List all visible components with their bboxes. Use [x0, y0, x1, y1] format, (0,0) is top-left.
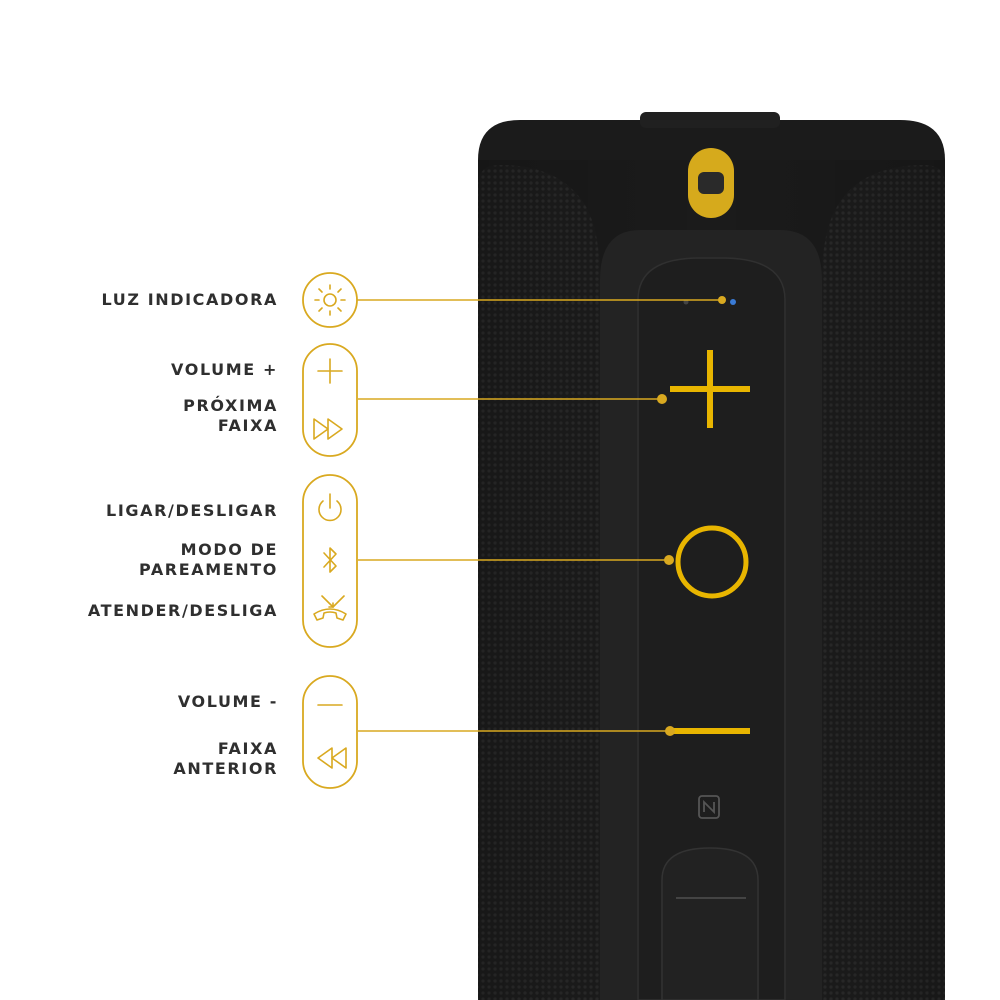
power-icon: [318, 493, 342, 522]
multifunction-button[interactable]: [675, 525, 749, 599]
fast-forward-icon: [313, 418, 343, 440]
label-indicator-light: LUZ INDICADORA: [101, 290, 278, 309]
label-previous-track: FAIXA ANTERIOR: [173, 739, 278, 778]
label-pairing: MODO DE PAREAMENTO: [138, 540, 278, 579]
label-power: LIGAR/DESLIGAR: [106, 501, 278, 520]
label-call: ATENDER/DESLIGA: [87, 601, 278, 620]
light-icon: [314, 284, 346, 316]
indicator-led: [730, 299, 736, 305]
plus-icon: [317, 358, 343, 384]
leader-dot-minus: [665, 726, 675, 736]
leader-dot-plus: [657, 394, 667, 404]
indicator-capsule: [302, 272, 358, 328]
leader-lines: [357, 299, 722, 732]
volume-down-capsule: [302, 675, 358, 789]
nfc-icon: [698, 795, 720, 819]
leader-dot-power: [664, 555, 674, 565]
label-volume-up: VOLUME +: [171, 360, 278, 379]
label-next-track: PRÓXIMA FAIXA: [183, 396, 278, 435]
bluetooth-icon: [323, 547, 337, 573]
volume-up-capsule: [302, 343, 358, 457]
leader-dot-light: [718, 296, 726, 304]
plus-button[interactable]: [670, 350, 750, 428]
phone-icon: [313, 595, 347, 621]
rewind-icon: [317, 747, 347, 769]
label-volume-down: VOLUME -: [177, 692, 278, 711]
speaker-body: [478, 112, 945, 1000]
